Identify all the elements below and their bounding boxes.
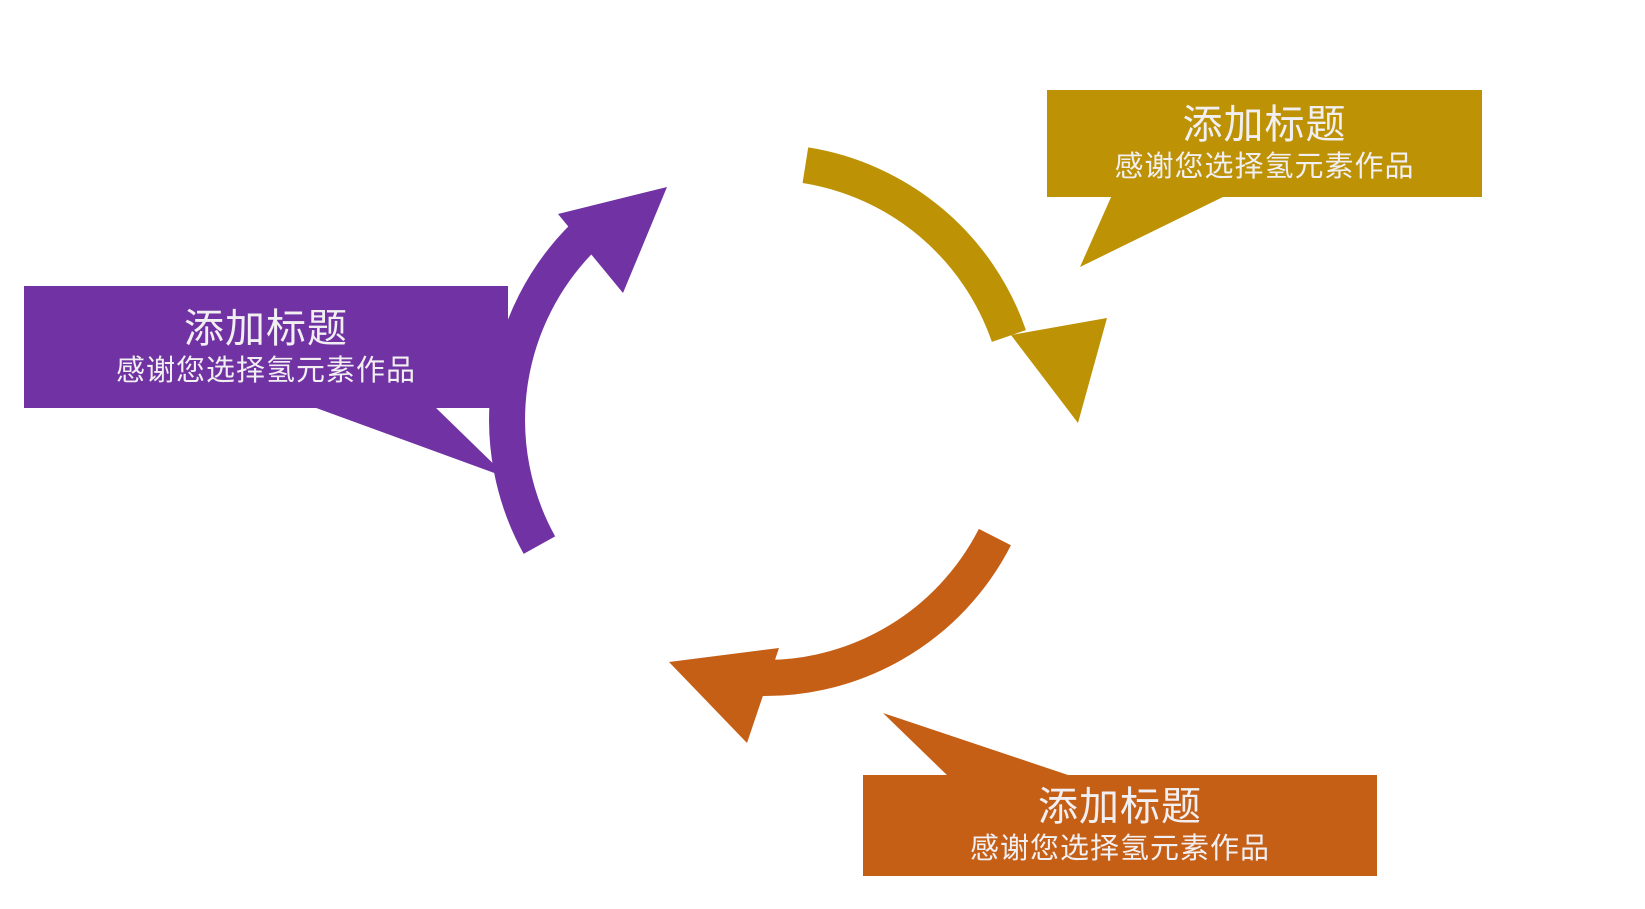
callout-top-right[interactable]: 添加标题 感谢您选择氢元素作品 <box>1047 90 1482 197</box>
gold-arrowhead[interactable] <box>1011 318 1107 423</box>
callout-title: 添加标题 <box>1182 103 1347 148</box>
orange-arrowhead[interactable] <box>669 648 779 743</box>
callout-title: 添加标题 <box>184 306 348 351</box>
callout-subtitle: 感谢您选择氢元素作品 <box>969 833 1270 866</box>
gold-arc-arrow-body[interactable] <box>802 147 1026 343</box>
purple-arrowhead[interactable] <box>558 187 667 293</box>
callout-title: 添加标题 <box>1038 785 1202 830</box>
purple-callout-tail[interactable] <box>308 405 508 478</box>
callout-subtitle: 感谢您选择氢元素作品 <box>115 354 416 387</box>
purple-arc-arrow-body[interactable] <box>489 224 596 554</box>
callout-subtitle: 感谢您选择氢元素作品 <box>1114 151 1415 184</box>
orange-callout-tail[interactable] <box>883 713 1077 778</box>
callout-bottom[interactable]: 添加标题 感谢您选择氢元素作品 <box>863 775 1377 876</box>
orange-arc-arrow-body[interactable] <box>745 528 1011 696</box>
callout-left[interactable]: 添加标题 感谢您选择氢元素作品 <box>24 286 508 408</box>
gold-callout-tail[interactable] <box>1080 195 1227 267</box>
